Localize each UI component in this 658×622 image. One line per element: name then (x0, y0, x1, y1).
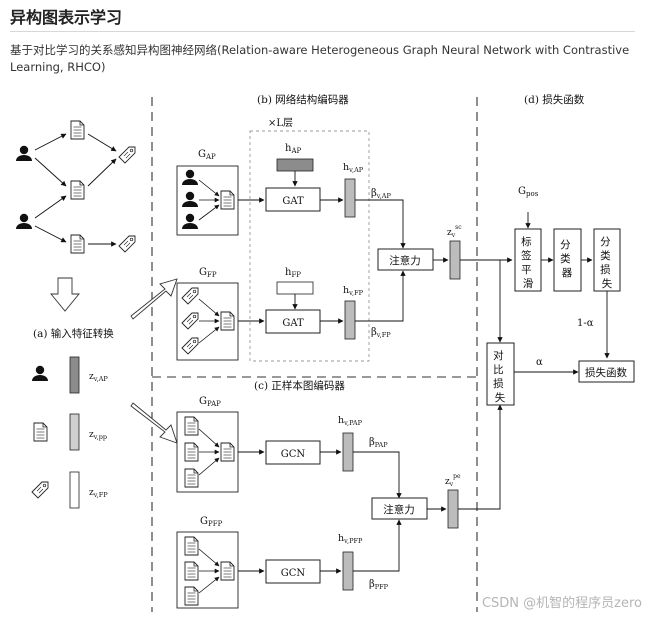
section-c-title: (c) 正样本图编码器 (254, 379, 345, 392)
section-a-title: (a) 输入特征转换 (33, 327, 114, 340)
arrow-to-positive-encoder-icon (130, 402, 178, 444)
hv-ap-vector (344, 178, 356, 218)
paper-node-icon (70, 234, 85, 254)
attention-label: 注意力 (389, 254, 421, 267)
hv-pfp-vector (342, 551, 354, 591)
one-minus-alpha-label: 1-α (577, 318, 594, 329)
attention-block (377, 248, 434, 271)
watermark: CSDN @机智的程序员zero (482, 595, 642, 611)
g-fp-label: GFP (199, 267, 217, 279)
label-smoothing-label: 标 签 平 滑 (521, 236, 535, 290)
h-fp-label: hFP (285, 267, 301, 279)
g-fp-subgraph (176, 282, 239, 361)
classification-loss-label: 分 类 损 失 (600, 236, 614, 290)
gat-block (265, 309, 321, 334)
input-graph (16, 120, 136, 312)
g-pos-label: Gpos (518, 186, 539, 198)
gat-label: GAT (282, 196, 304, 207)
paper-node-icon (33, 422, 48, 442)
hv-fp-vector (344, 300, 356, 340)
beta-ap-label: βv,AP (371, 188, 391, 200)
gcn-label: GCN (281, 568, 306, 579)
zv-sc-label: zvsc (447, 224, 462, 239)
z-pp-label: zv,pp (89, 430, 107, 441)
page-title: 异构图表示学习 (10, 8, 123, 27)
field-node-icon (31, 481, 49, 499)
hv-pap-vector (342, 432, 354, 472)
author-node-icon (32, 365, 48, 381)
g-pfp-label: GPFP (200, 516, 223, 528)
attention-label: 注意力 (383, 503, 415, 516)
section-separators (151, 97, 478, 612)
z-fp-label: zv,FP (89, 488, 108, 499)
z-ap-label: zv,AP (89, 372, 108, 383)
down-arrow-icon (50, 277, 80, 312)
gcn-label: GCN (281, 449, 306, 460)
feature-transform-legend: zv,AP zv,pp zv,FP (31, 356, 108, 509)
hv-pfp-label: hv,PFP (338, 533, 363, 545)
zv-sc-vector (449, 240, 461, 280)
hv-pap-label: hv,PAP (338, 415, 363, 427)
classification-loss-block (593, 228, 621, 292)
contrastive-loss-label: 对 比 损 失 (493, 349, 507, 404)
gcn-block (265, 440, 321, 465)
h-ap-label: hAP (285, 143, 302, 155)
h-ap-vector (276, 158, 314, 172)
author-node-icon (16, 145, 32, 161)
loss-function-label: 损失函数 (585, 366, 627, 379)
attention-block (371, 497, 428, 520)
classifier-block (553, 228, 582, 292)
gcn-block (265, 559, 321, 584)
field-node-icon (118, 146, 136, 164)
arrow-to-network-encoder-icon (130, 278, 178, 320)
gat-label: GAT (282, 318, 304, 329)
h-fp-vector (276, 281, 314, 295)
g-pfp-subgraph (176, 531, 239, 609)
hv-ap-label: hv,AP (343, 162, 364, 174)
contrastive-loss-block (486, 342, 515, 406)
zv-pe-label: zvpe (445, 473, 461, 488)
g-ap-label: GAP (198, 149, 216, 161)
layers-label: ×L层 (268, 117, 293, 129)
beta-pfp-label: βPFP (369, 579, 389, 591)
hv-fp-label: hv,FP (343, 285, 364, 297)
paper-node-icon (70, 120, 85, 140)
gat-block (265, 187, 321, 212)
g-pap-subgraph (176, 411, 239, 493)
g-pap-label: GPAP (199, 396, 221, 408)
loss-function-block (578, 360, 635, 383)
section-b-title: (b) 网络结构编码器 (257, 93, 349, 106)
author-node-icon (16, 213, 32, 229)
page-description: 基于对比学习的关系感知异构图神经网络(Relation-aware Hetero… (10, 43, 630, 74)
paper-node-icon (70, 180, 85, 200)
title-divider (10, 31, 635, 32)
beta-pap-label: βPAP (369, 437, 388, 449)
g-ap-subgraph (176, 165, 239, 236)
alpha-label: α (536, 357, 543, 368)
label-smoothing-block (514, 228, 542, 292)
zv-pe-vector (447, 489, 459, 529)
beta-fp-label: βv,FP (371, 327, 391, 339)
layer-stack-box (249, 130, 370, 362)
section-d-title: (d) 损失函数 (524, 93, 585, 106)
classifier-label: 分 类 器 (560, 239, 574, 279)
field-node-icon (118, 235, 136, 253)
